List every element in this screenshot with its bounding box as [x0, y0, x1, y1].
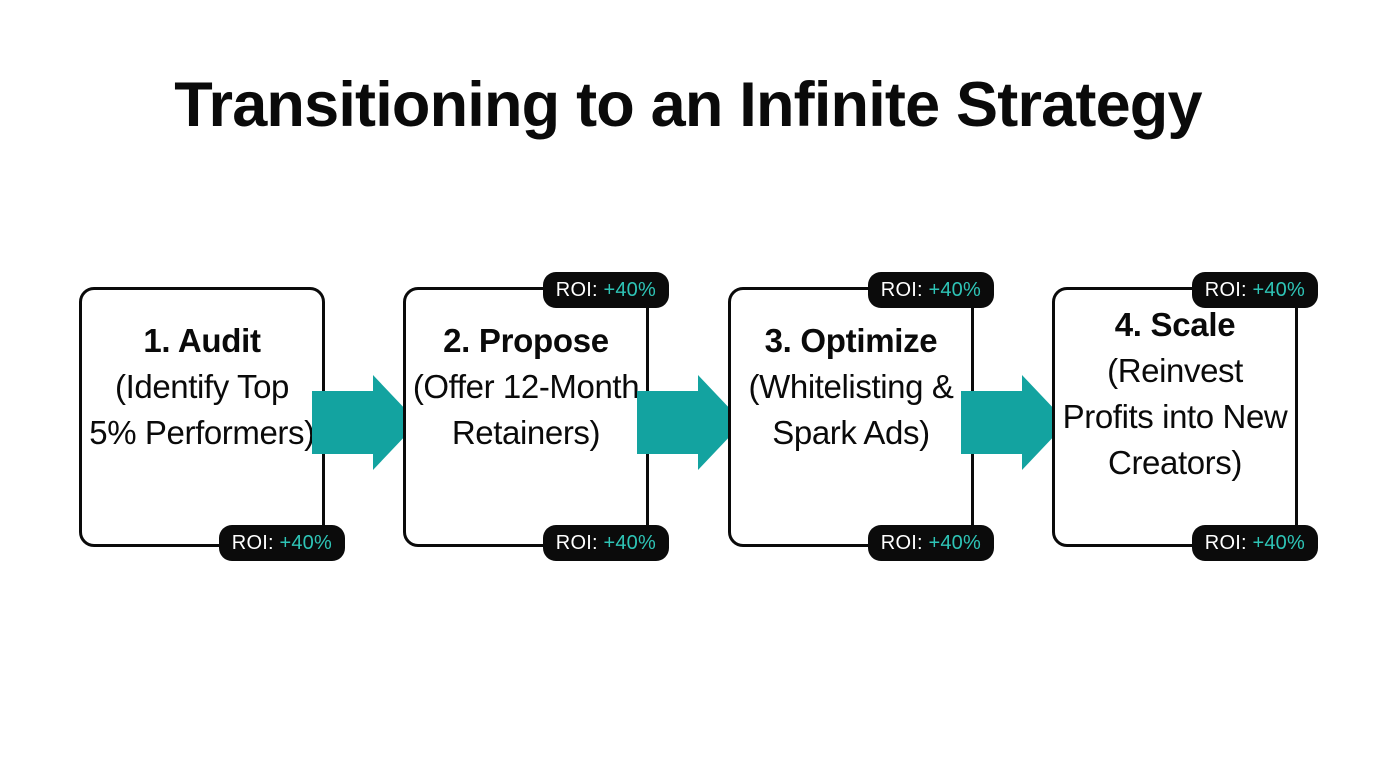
process-step-3-text: 3. Optimize (Whitelisting & Spark Ads): [737, 318, 965, 456]
roi-badge-value: +40%: [279, 532, 332, 554]
roi-badge-step-2-top: ROI: +40%: [542, 272, 669, 308]
roi-badge-step-2-bottom: ROI: +40%: [542, 525, 669, 561]
process-step-3-heading: 3. Optimize: [764, 322, 938, 359]
process-step-3[interactable]: 3. Optimize (Whitelisting & Spark Ads) R…: [728, 272, 994, 561]
roi-badge-label: ROI:: [1204, 532, 1247, 554]
process-step-2-heading: 2. Propose: [443, 322, 609, 359]
process-step-4-text: 4. Scale (Reinvest Profits into New Crea…: [1061, 302, 1289, 486]
arrow-right-icon-1: [312, 375, 418, 470]
process-step-4[interactable]: 4. Scale (Reinvest Profits into New Crea…: [1052, 272, 1318, 561]
roi-badge-value: +40%: [603, 532, 656, 554]
process-step-1-text: 1. Audit (Identify Top 5% Performers): [88, 318, 316, 456]
arrow-right-icon-3: [961, 375, 1067, 470]
arrow-right-icon-2: [637, 375, 743, 470]
roi-badge-step-3-bottom: ROI: +40%: [867, 525, 994, 561]
roi-badge-step-4-bottom: ROI: +40%: [1191, 525, 1318, 561]
roi-badge-label: ROI:: [880, 532, 923, 554]
roi-badge-label: ROI:: [231, 532, 274, 554]
process-step-2-body: (Offer 12-Month Retainers): [412, 368, 640, 451]
roi-badge-step-4-top: ROI: +40%: [1191, 272, 1318, 308]
roi-badge-label: ROI:: [555, 532, 598, 554]
process-step-3-body: (Whitelisting & Spark Ads): [748, 368, 954, 451]
roi-badge-step-1-bottom: ROI: +40%: [218, 525, 345, 561]
roi-badge-value: +40%: [928, 532, 981, 554]
process-step-4-body: (Reinvest Profits into New Creators): [1062, 352, 1288, 481]
roi-badge-value: +40%: [1252, 532, 1305, 554]
roi-badge-step-3-top: ROI: +40%: [867, 272, 994, 308]
process-step-1-heading: 1. Audit: [143, 322, 261, 359]
process-step-1[interactable]: 1. Audit (Identify Top 5% Performers) RO…: [79, 287, 345, 561]
process-step-4-heading: 4. Scale: [1114, 306, 1236, 343]
roi-badge-label: ROI:: [880, 279, 923, 301]
process-step-1-body: (Identify Top 5% Performers): [89, 368, 315, 451]
roi-badge-value: +40%: [603, 279, 656, 301]
process-flow: 1. Audit (Identify Top 5% Performers) RO…: [0, 272, 1376, 561]
process-step-2[interactable]: 2. Propose (Offer 12-Month Retainers) RO…: [403, 272, 669, 561]
roi-badge-value: +40%: [928, 279, 981, 301]
roi-badge-value: +40%: [1252, 279, 1305, 301]
roi-badge-label: ROI:: [555, 279, 598, 301]
page-title: Transitioning to an Infinite Strategy: [174, 70, 1202, 140]
process-step-2-text: 2. Propose (Offer 12-Month Retainers): [412, 318, 640, 456]
roi-badge-label: ROI:: [1204, 279, 1247, 301]
